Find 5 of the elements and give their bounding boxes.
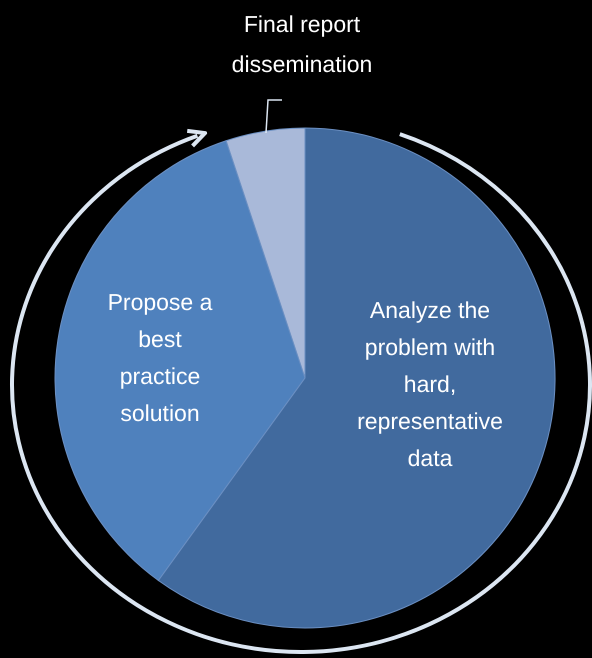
slice-label: Analyze the problem with hard, representative data <box>356 296 504 473</box>
slice-label: Propose a best practice solution <box>106 288 214 428</box>
callout-label: Final report dissemination <box>222 4 382 84</box>
pie-slice <box>54 140 306 581</box>
leader-line <box>265 99 282 134</box>
